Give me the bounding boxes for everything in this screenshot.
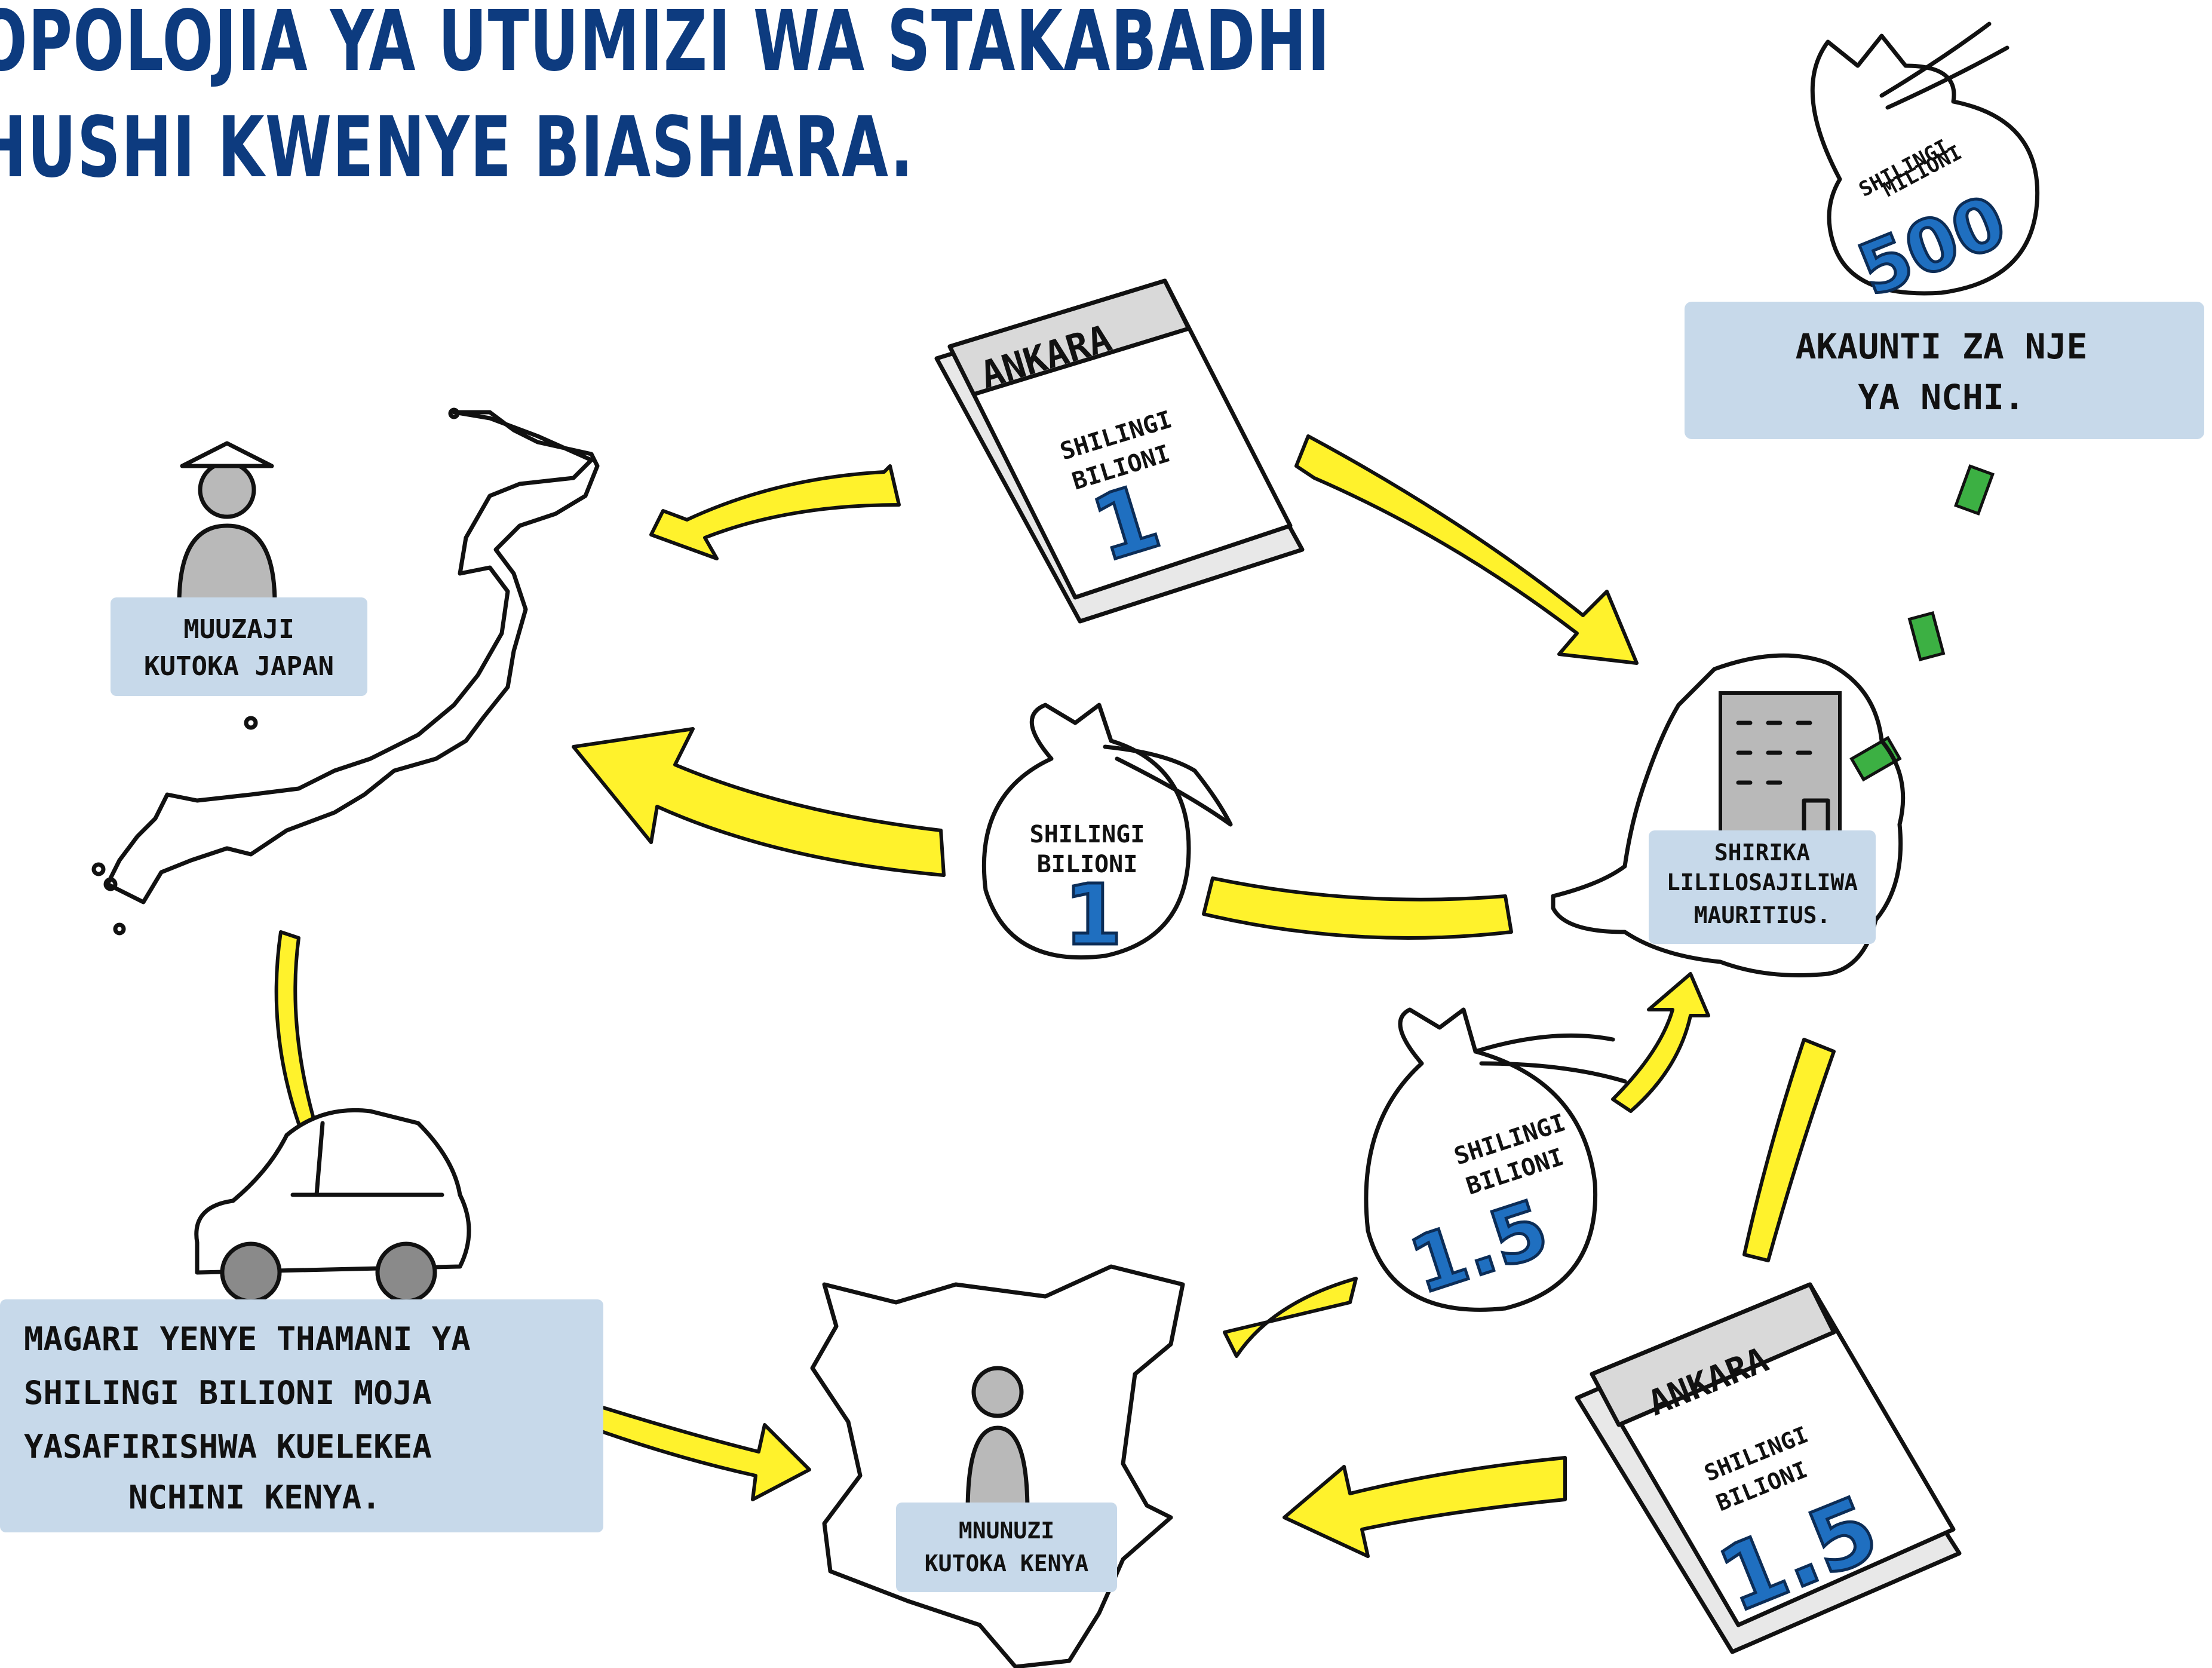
bag-middle-line1: SHILINGI <box>1030 821 1145 848</box>
invoice-icon <box>1575 1282 1962 1654</box>
money-bag-icon <box>1364 1007 1627 1312</box>
arrow-mauritius-to-bag <box>1202 876 1513 940</box>
person-icon <box>965 1366 1030 1514</box>
money-bag-icon <box>981 703 1233 960</box>
mauritius-label-line3: MAURITIUS. <box>1694 902 1831 928</box>
seller-label-box <box>111 597 367 696</box>
seller-label-line1: MUUZAJI <box>183 614 294 645</box>
mauritius-label-box <box>1649 830 1876 944</box>
cars-note-box <box>0 1299 603 1532</box>
seller-label-line2: KUTOKA JAPAN <box>144 651 334 682</box>
arrow-invoice-to-kenya <box>1283 1456 1567 1558</box>
arrow-invoice-to-mauritius <box>1294 434 1639 665</box>
foreign-accounts-line1: AKAUNTI ZA NJE <box>1796 326 2088 367</box>
foreign-accounts-box <box>1685 302 2204 439</box>
office-building-icon <box>1719 691 1842 839</box>
buyer-label-line2: KUTOKA KENYA <box>925 1550 1089 1577</box>
foreign-accounts-line2: YA NCHI. <box>1858 377 2024 418</box>
cash-note-icon <box>1849 464 1995 782</box>
person-icon <box>177 441 277 606</box>
bag-middle-line2: BILIONI <box>1037 851 1138 878</box>
bag-middle-amount: 1 <box>1064 867 1122 964</box>
mauritius-map-icon <box>1551 653 1906 977</box>
cars-note-line4: NCHINI KENYA. <box>128 1479 381 1516</box>
title-line-2: HUSHI KWENYE BIASHARA. <box>0 99 915 197</box>
cars-note-line2: SHILINGI BILIONI MOJA <box>24 1374 432 1412</box>
mauritius-label-line2: LILILOSAJILIWA <box>1667 869 1858 896</box>
arrow-japan-to-car <box>274 930 318 1134</box>
money-bag-icon <box>1810 22 2040 296</box>
japan-map-icon <box>105 410 600 904</box>
arrow-kenya-to-bag <box>1223 1277 1358 1358</box>
arrow-invoice-to-japan <box>649 464 901 560</box>
cars-note-line3: YASAFIRISHWA KUELEKEA <box>24 1428 432 1465</box>
arrow-mauritius-to-invoice <box>1742 1038 1836 1262</box>
buyer-label-box <box>896 1503 1117 1592</box>
title-line-1: OPOLOJIA YA UTUMIZI WA STAKABADHI <box>0 0 1331 90</box>
invoice-icon <box>934 278 1305 624</box>
buyer-label-line1: MNUNUZI <box>959 1517 1054 1544</box>
arrow-bag-to-japan <box>572 727 946 877</box>
arrow-cars-to-kenya <box>590 1402 811 1501</box>
arrows <box>274 434 1836 1558</box>
arrow-bag-to-mauritius <box>1611 972 1710 1113</box>
mauritius-label-line1: SHIRIKA <box>1714 839 1810 866</box>
car-icon <box>194 1108 471 1304</box>
cars-note-line1: MAGARI YENYE THAMANI YA <box>24 1320 471 1358</box>
